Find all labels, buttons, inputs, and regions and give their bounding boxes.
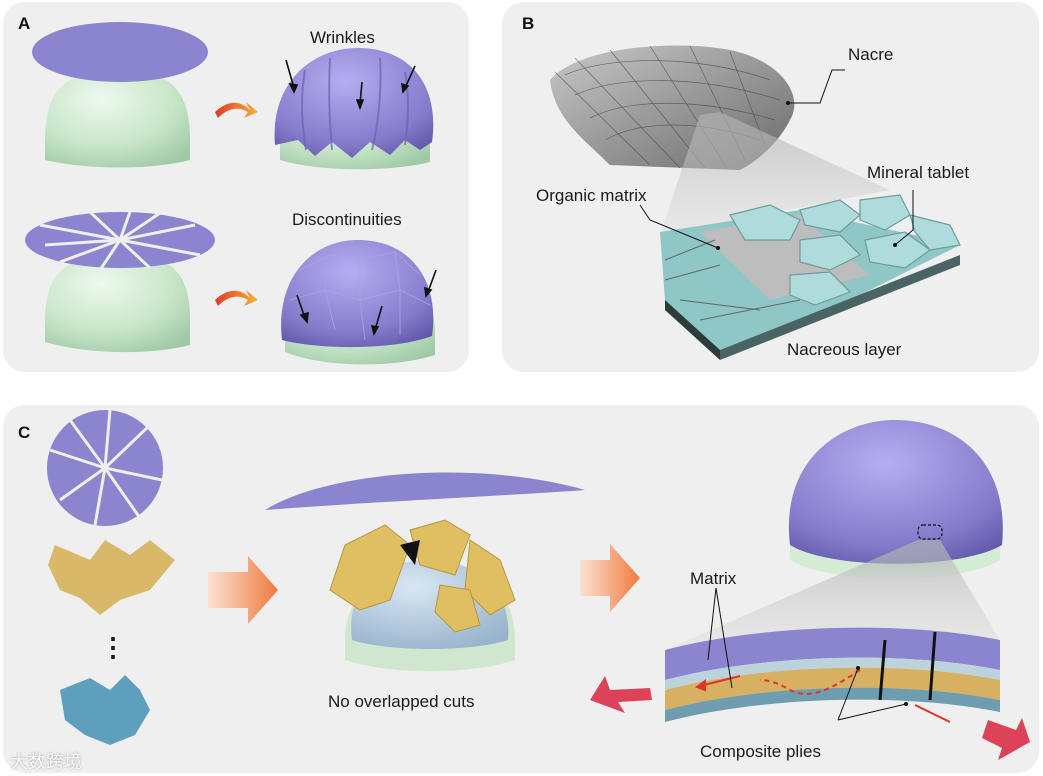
laminate (665, 627, 1000, 722)
ellipsis: ⋮ (100, 632, 126, 662)
mineral-tablets (729, 194, 961, 306)
nacre-label: Nacre (848, 45, 894, 64)
process-arrow-1 (208, 556, 278, 624)
mineral-tablet-label: Mineral tablet (867, 163, 970, 182)
sheet-strip (265, 472, 585, 510)
zoom-cone (660, 112, 890, 235)
discontinuities-label: Discontinuities (292, 210, 402, 229)
wrinkled-sheet (274, 48, 434, 158)
panel-b-graphics (550, 45, 961, 360)
no-overlap-label: No overlapped cuts (328, 692, 475, 711)
process-arrow-2 (580, 544, 640, 612)
watermark: 大数跨境 (10, 752, 82, 772)
panel-a-graphics (25, 22, 437, 365)
pull-arrow-right (982, 718, 1030, 760)
panel-c-label: C (18, 423, 31, 442)
final-dome (788, 420, 1003, 564)
wrinkles-label: Wrinkles (310, 28, 375, 47)
composite-plies-label: Composite plies (700, 742, 821, 761)
mint-dome (45, 70, 190, 168)
curl-arrow-top (215, 102, 258, 118)
matrix-label: Matrix (690, 569, 737, 588)
stress-paths (694, 669, 951, 723)
zoom-cone-c (665, 540, 1000, 650)
flat-disc (32, 22, 208, 82)
curl-arrow-bottom (215, 290, 258, 306)
panel-c-graphics (47, 409, 1030, 760)
organic-matrix-label: Organic matrix (536, 186, 647, 205)
nacreous-layer-label: Nacreous layer (787, 340, 902, 359)
panel-b-label: B (522, 14, 535, 33)
cut-pattern-blue (60, 675, 150, 745)
panel-a-label: A (18, 14, 31, 33)
faceted-sheet (281, 240, 434, 348)
gold-flaps (329, 519, 516, 633)
pull-arrow-left (590, 676, 652, 713)
cut-pattern-gold (48, 540, 175, 615)
